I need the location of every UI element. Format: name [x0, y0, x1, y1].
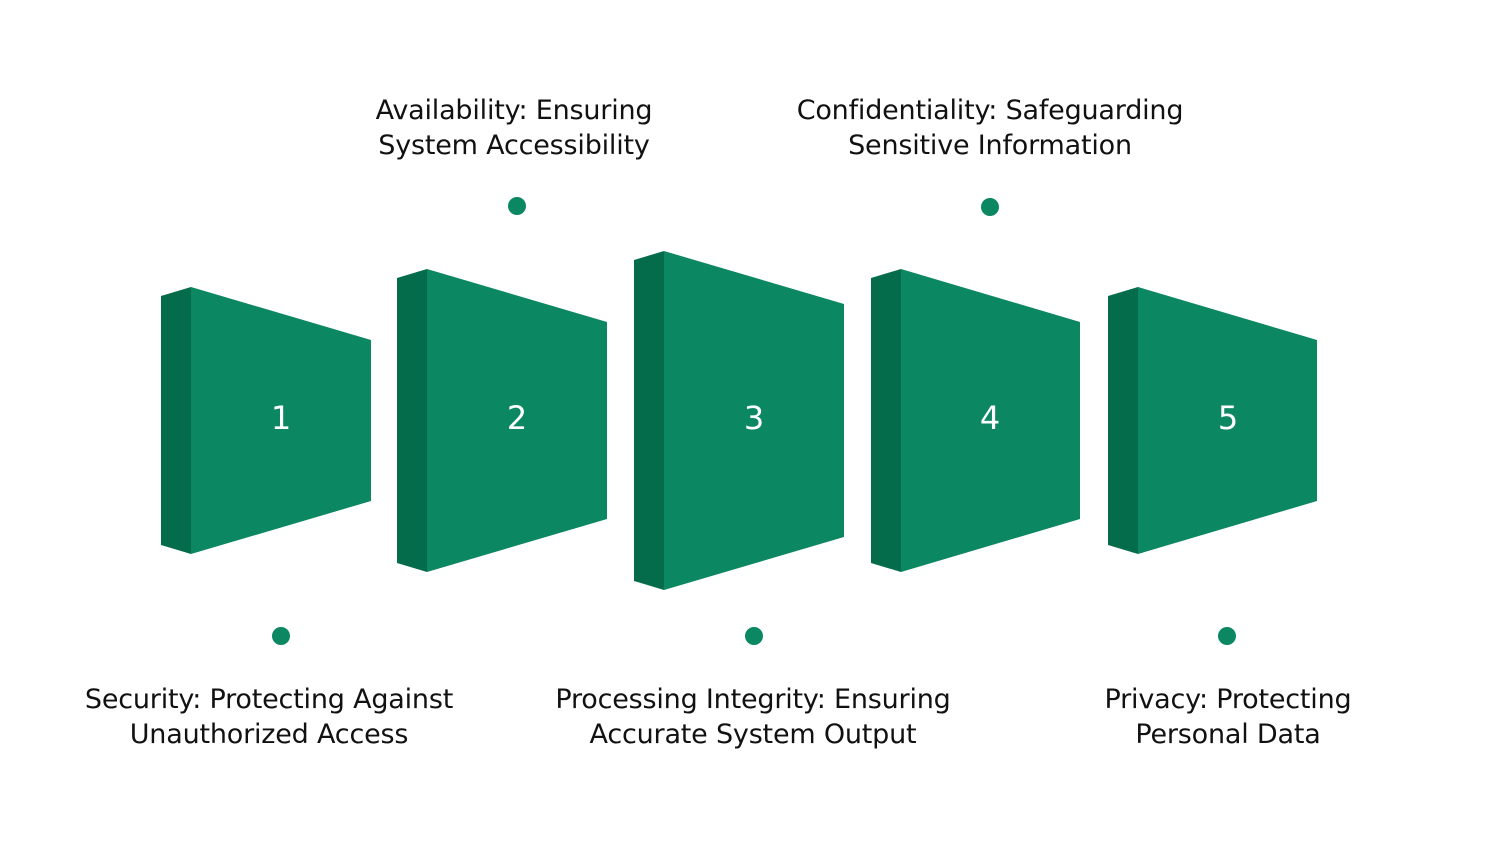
step-label-3-line-1: Processing Integrity: Ensuring: [555, 684, 951, 715]
step-number-1: 1: [271, 399, 291, 437]
step-block-2-front: [427, 269, 607, 572]
step-block-4-front: [901, 269, 1080, 572]
step-block-2: 2: [397, 269, 607, 572]
step-label-2: Availability: Ensuring System Accessibil…: [294, 93, 734, 163]
step-block-1-front: [191, 287, 371, 554]
step-block-1: 1: [161, 287, 371, 554]
step-block-1-side: [161, 287, 191, 554]
step-block-3-side: [634, 251, 664, 590]
step-number-4: 4: [980, 399, 1000, 437]
step-label-5-line-1: Privacy: Protecting: [1104, 684, 1352, 715]
step-dot-3: [745, 627, 763, 645]
step-block-4: 4: [871, 269, 1080, 572]
step-block-5-side: [1108, 287, 1138, 554]
step-number-2: 2: [507, 399, 527, 437]
step-dot-2: [508, 197, 526, 215]
step-block-5: 5: [1108, 287, 1317, 554]
step-label-2-line-1: Availability: Ensuring: [375, 95, 653, 126]
step-dot-5: [1218, 627, 1236, 645]
step-block-5-front: [1138, 287, 1317, 554]
step-number-5: 5: [1218, 399, 1238, 437]
step-label-1: Security: Protecting Against Unauthorize…: [49, 682, 489, 752]
step-label-1-line-1: Security: Protecting Against: [84, 684, 454, 715]
step-label-2-line-2: System Accessibility: [378, 130, 650, 161]
step-dot-1: [272, 627, 290, 645]
step-number-3: 3: [744, 399, 764, 437]
step-label-3-line-2: Accurate System Output: [589, 719, 917, 750]
step-label-4-line-2: Sensitive Information: [848, 130, 1132, 161]
step-dot-4: [981, 198, 999, 216]
step-block-2-side: [397, 269, 427, 572]
step-label-4: Confidentiality: Safeguarding Sensitive …: [770, 93, 1210, 163]
step-label-3: Processing Integrity: Ensuring Accurate …: [533, 682, 973, 752]
step-label-5-line-2: Personal Data: [1135, 719, 1321, 750]
step-block-4-side: [871, 269, 901, 572]
step-label-5: Privacy: Protecting Personal Data: [1008, 682, 1448, 752]
step-label-4-line-1: Confidentiality: Safeguarding: [796, 95, 1184, 126]
step-block-3-front: [664, 251, 844, 590]
step-label-1-line-2: Unauthorized Access: [129, 719, 409, 750]
step-block-3: 3: [634, 251, 844, 590]
